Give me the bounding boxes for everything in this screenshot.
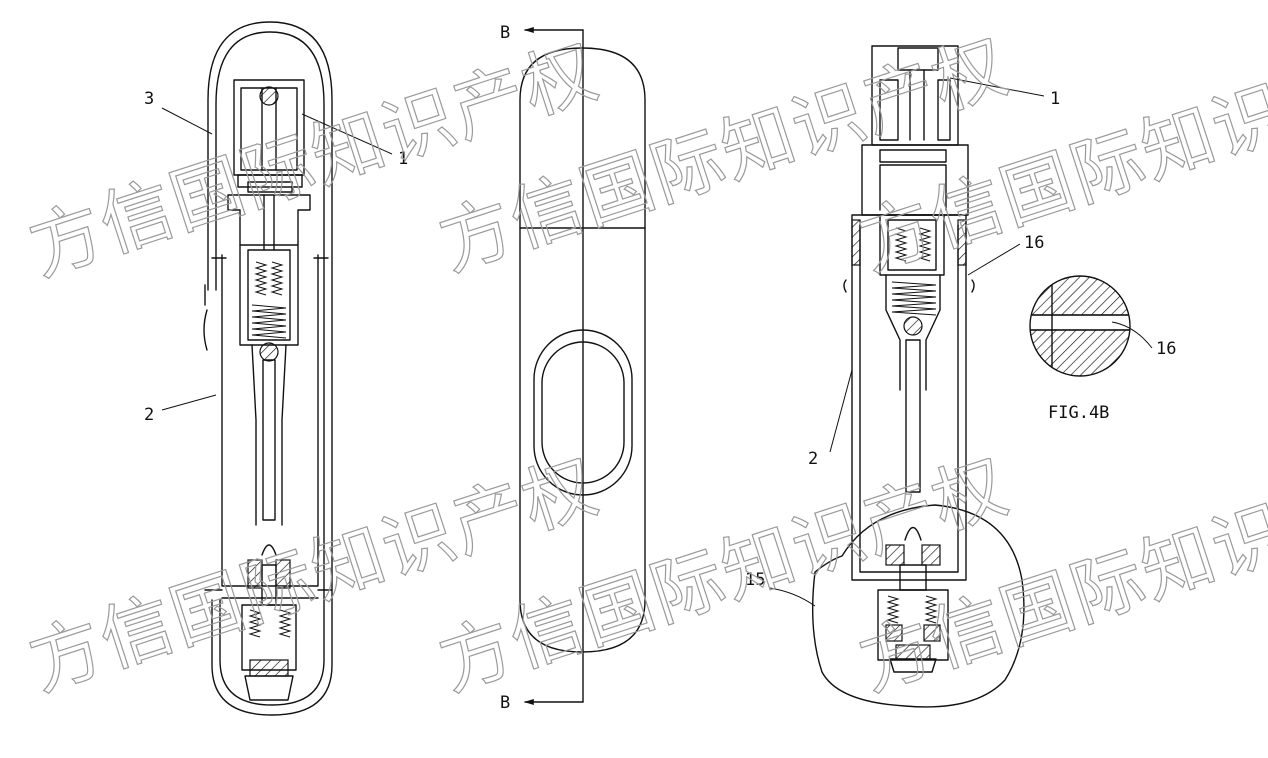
right-label-1: 1 <box>1050 89 1060 109</box>
figure-caption: FIG.4B <box>1048 403 1109 423</box>
left-mid-ball <box>259 342 279 362</box>
left-outer-cap <box>207 21 333 716</box>
detail-fig-4b: 16 FIG.4B <box>1029 275 1176 423</box>
left-label-3: 3 <box>144 89 154 109</box>
detail-label-16: 16 <box>1156 339 1176 359</box>
right-view: 1 16 2 15 <box>745 45 1060 708</box>
left-label-1: 1 <box>398 149 408 169</box>
middle-outer-body <box>519 47 646 653</box>
right-mid-ball <box>903 316 923 336</box>
left-spring <box>251 261 287 339</box>
middle-view: B B <box>500 23 646 713</box>
right-spring <box>891 227 937 316</box>
section-label-b-top: B <box>500 23 510 43</box>
right-label-16: 16 <box>1024 233 1044 253</box>
left-view: 3 1 2 <box>144 21 408 716</box>
detail-circle <box>1029 275 1131 377</box>
right-label-15: 15 <box>745 570 765 590</box>
section-label-b-bottom: B <box>500 693 510 713</box>
left-outer-cap-inner <box>215 31 325 706</box>
left-body <box>221 254 319 587</box>
right-label-2: 2 <box>808 449 818 469</box>
left-top-ball <box>259 86 279 106</box>
right-region-15 <box>811 504 1025 708</box>
left-label-2: 2 <box>144 405 154 425</box>
